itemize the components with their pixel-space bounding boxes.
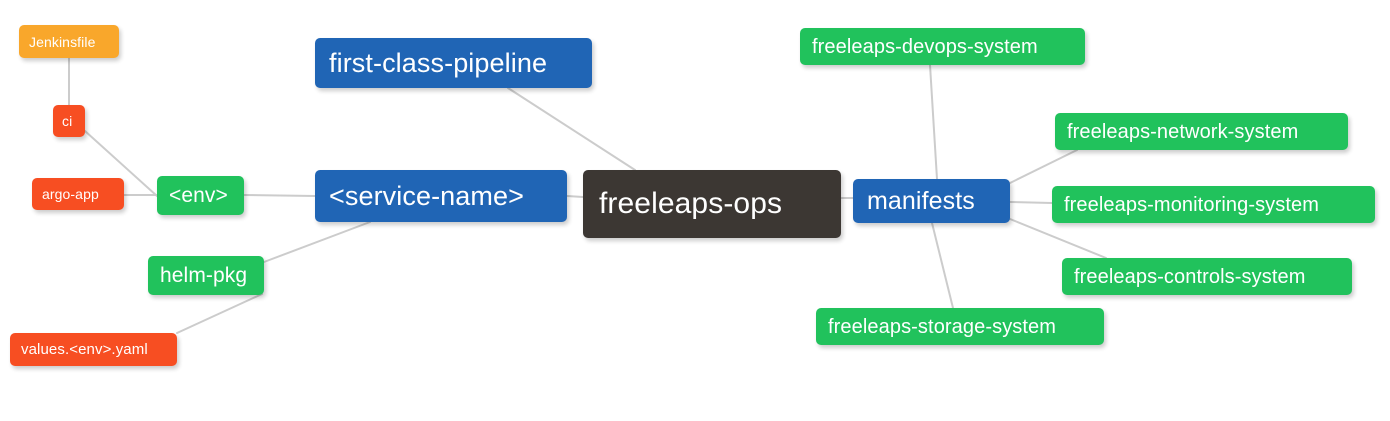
edge-helm-pkg-service-name xyxy=(263,221,371,263)
node-freeleaps-storage-system-label: freeleaps-storage-system xyxy=(828,315,1057,338)
edge-manifests-controls-system xyxy=(1009,218,1107,259)
node-freeleaps-storage-system[interactable]: freeleaps-storage-system xyxy=(816,308,1104,345)
edge-env-service-name xyxy=(243,194,316,197)
node-argo-app-label: argo-app xyxy=(42,186,99,202)
node-service-name[interactable]: <service-name> xyxy=(315,170,567,222)
node-freeleaps-controls-system[interactable]: freeleaps-controls-system xyxy=(1062,258,1352,295)
node-first-class-pipeline-label: first-class-pipeline xyxy=(329,47,548,78)
node-helm-pkg-label: helm-pkg xyxy=(160,264,248,287)
node-ci-label: ci xyxy=(62,113,73,129)
edge-manifests-monitoring-system xyxy=(1009,201,1053,204)
node-service-name-label: <service-name> xyxy=(329,180,524,211)
node-freeleaps-ops-label: freeleaps-ops xyxy=(599,187,783,220)
edge-manifests-network-system xyxy=(1009,149,1078,184)
node-freeleaps-monitoring-system-label: freeleaps-monitoring-system xyxy=(1064,193,1320,216)
edge-values-yaml-helm-pkg xyxy=(176,293,263,334)
node-helm-pkg[interactable]: helm-pkg xyxy=(148,256,264,295)
node-jenkinsfile[interactable]: Jenkinsfile xyxy=(19,25,119,58)
node-argo-app[interactable]: argo-app xyxy=(32,178,124,210)
node-manifests[interactable]: manifests xyxy=(853,179,1010,223)
node-values-yaml[interactable]: values.<env>.yaml xyxy=(10,333,177,366)
node-freeleaps-network-system-label: freeleaps-network-system xyxy=(1067,120,1299,143)
node-freeleaps-controls-system-label: freeleaps-controls-system xyxy=(1074,265,1306,288)
edge-first-class-pipeline-freeleaps-ops xyxy=(507,87,636,171)
edge-manifests-devops-system xyxy=(929,64,938,180)
node-first-class-pipeline[interactable]: first-class-pipeline xyxy=(315,38,592,88)
node-freeleaps-ops[interactable]: freeleaps-ops xyxy=(583,170,841,238)
node-ci[interactable]: ci xyxy=(53,105,85,137)
node-freeleaps-monitoring-system[interactable]: freeleaps-monitoring-system xyxy=(1052,186,1375,223)
node-freeleaps-devops-system-label: freeleaps-devops-system xyxy=(812,35,1038,58)
node-freeleaps-devops-system[interactable]: freeleaps-devops-system xyxy=(800,28,1085,65)
edge-manifests-storage-system xyxy=(931,222,954,309)
edge-service-name-freeleaps-ops xyxy=(566,195,584,198)
node-values-yaml-label: values.<env>.yaml xyxy=(21,341,148,358)
node-manifests-label: manifests xyxy=(867,186,975,215)
node-env-label: <env> xyxy=(169,184,228,207)
node-freeleaps-network-system[interactable]: freeleaps-network-system xyxy=(1055,113,1348,150)
node-env[interactable]: <env> xyxy=(157,176,244,215)
node-jenkinsfile-label: Jenkinsfile xyxy=(29,33,96,50)
